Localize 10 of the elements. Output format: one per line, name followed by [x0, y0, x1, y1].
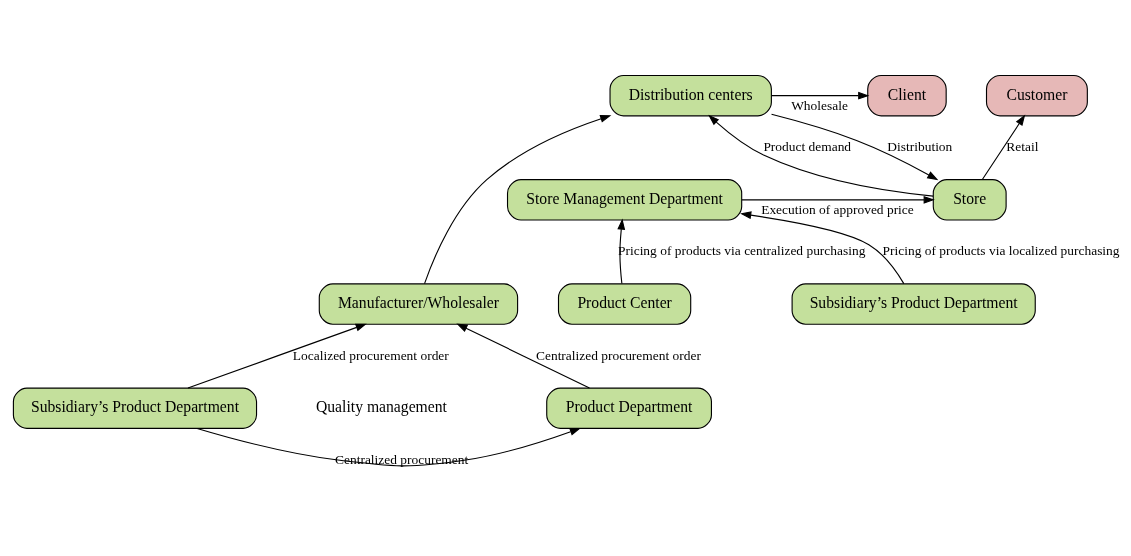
edge-label: Wholesale — [791, 97, 848, 113]
edge-label: Centralized procurement — [335, 451, 469, 467]
edge-label: Localized procurement order — [292, 347, 449, 363]
edge-label: Execution of approved price — [761, 201, 914, 217]
edge-label: Pricing of products via localized purchasing — [882, 243, 1120, 259]
edge-label: Distribution — [887, 139, 953, 155]
edge-label: Centralized procurement order — [535, 347, 701, 363]
edge-label: Retail — [1006, 139, 1039, 155]
edge-label: Product demand — [763, 139, 852, 155]
label: Quality management — [315, 398, 447, 416]
